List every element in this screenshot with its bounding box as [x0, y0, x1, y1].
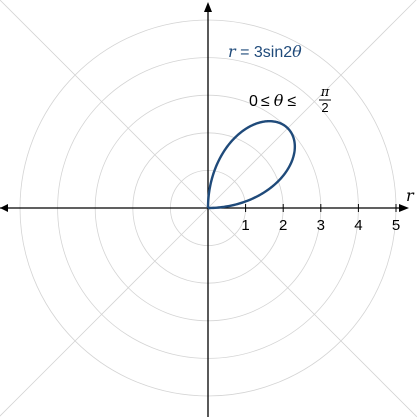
- vertical-axis-arrow: [204, 2, 212, 12]
- polar-curve: [206, 119, 297, 210]
- tick-label-2: 2: [279, 217, 287, 234]
- equation-r: r: [228, 42, 237, 61]
- grid-spoke-225: [0, 207, 209, 417]
- grid-spoke-45: [207, 0, 417, 209]
- axis-label-r: r: [406, 186, 415, 205]
- domain-lower: 0: [249, 93, 258, 110]
- equation-theta: θ: [292, 42, 302, 61]
- equation-body: = 3sin2: [236, 44, 293, 61]
- domain-leq-2: ≤: [287, 93, 296, 110]
- domain-pi: π: [320, 85, 330, 100]
- tick-label-3: 3: [317, 217, 325, 234]
- svg-text:0≤θ≤: 0≤θ≤: [249, 91, 296, 110]
- domain-label: 0≤θ≤ π 2: [249, 85, 331, 115]
- grid-spoke-315: [207, 207, 417, 417]
- tick-label-1: 1: [241, 217, 249, 234]
- tick-label-4: 4: [354, 217, 362, 234]
- horizontal-axis-left-arrow: [0, 204, 8, 212]
- domain-theta: θ: [274, 91, 284, 110]
- equation-label: r = 3sin2θ: [228, 42, 302, 61]
- tick-label-5: 5: [392, 217, 400, 234]
- domain-leq-1: ≤: [261, 93, 270, 110]
- domain-denominator: 2: [321, 100, 328, 115]
- grid-spoke-135: [0, 0, 209, 209]
- radial-ticks: 1 2 3 4 5: [241, 204, 400, 234]
- horizontal-axis-arrow: [399, 204, 409, 212]
